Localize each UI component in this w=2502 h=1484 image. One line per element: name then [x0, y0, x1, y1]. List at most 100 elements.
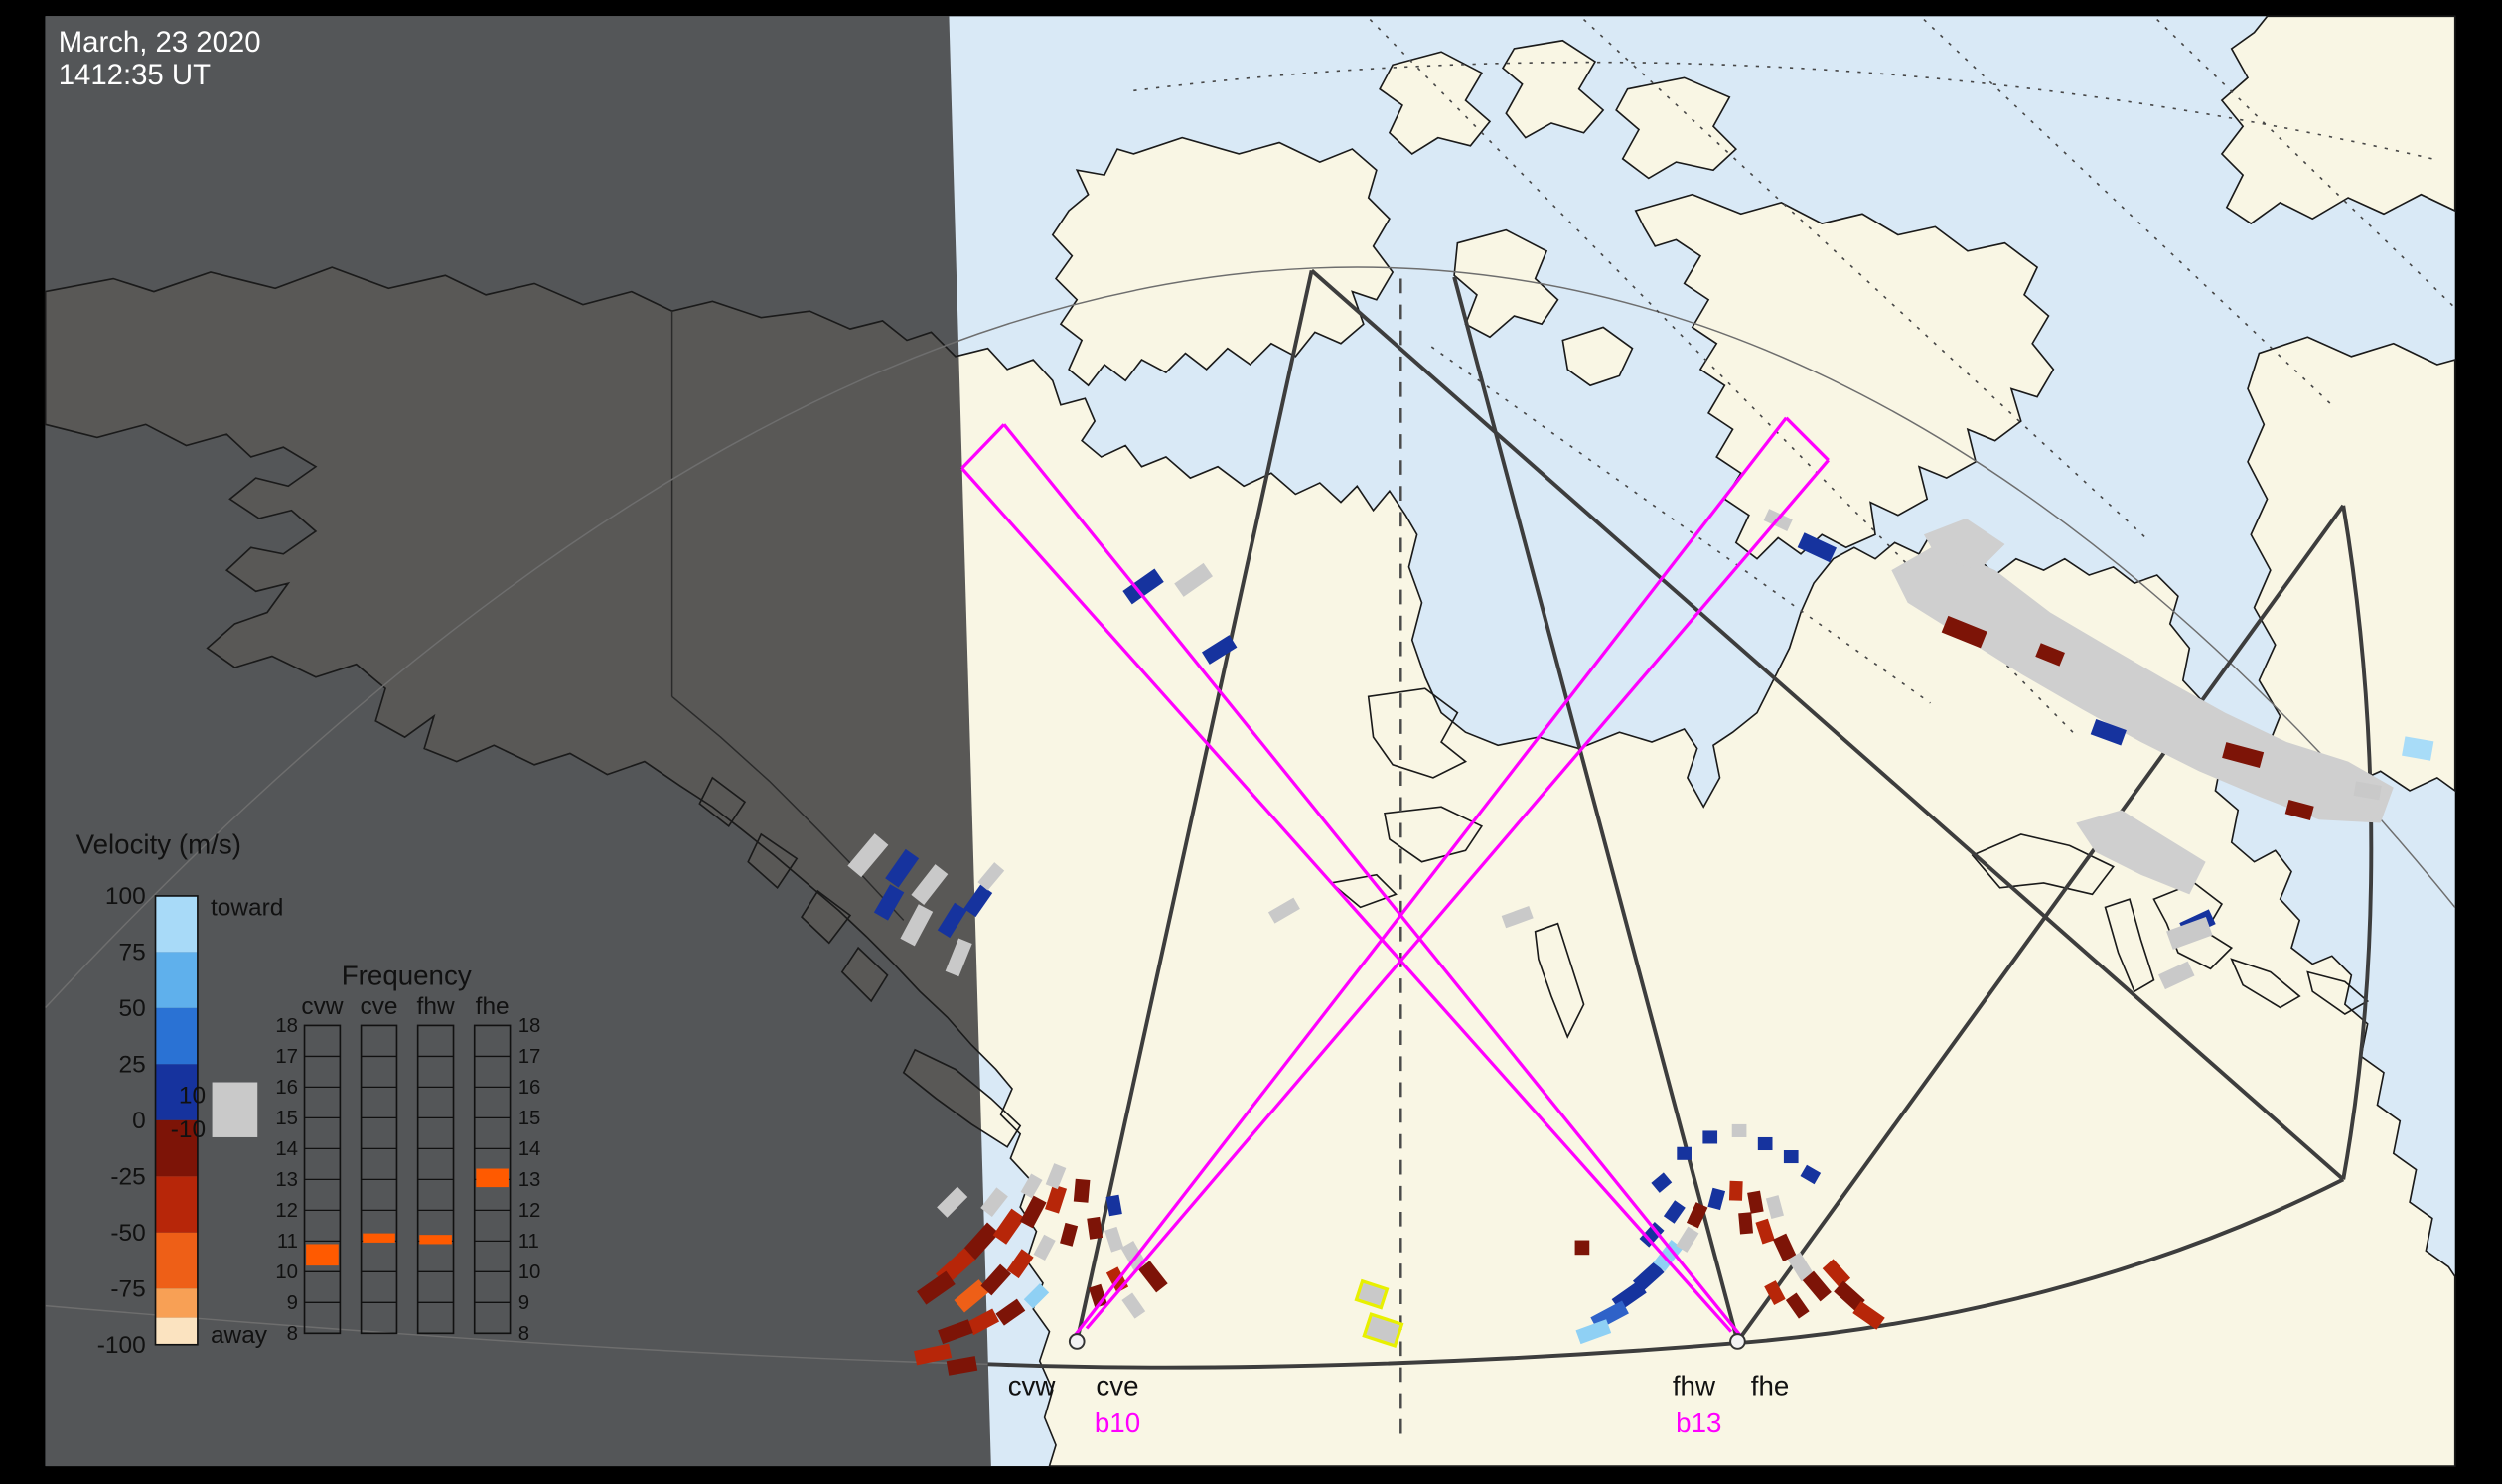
graticule	[45, 18, 2456, 1366]
colorbar-tick-label: -50	[110, 1220, 145, 1247]
freq-scale-label-right: 15	[518, 1108, 541, 1129]
political-borders	[670, 311, 905, 921]
colorbar-segment	[155, 1232, 198, 1289]
velocity-cell	[995, 1298, 1026, 1326]
freq-mark-cve	[363, 1233, 395, 1243]
velocity-cell	[1757, 1136, 1773, 1151]
velocity-cell	[1045, 1163, 1067, 1190]
highlighted-cell	[1354, 1278, 1390, 1310]
dotted-meridian-5	[1430, 346, 1931, 704]
velocity-cell	[1267, 897, 1300, 924]
velocity-cell	[963, 884, 993, 918]
velocity-cell	[847, 833, 889, 878]
colorbar-segment	[155, 1007, 198, 1065]
velocity-cell	[1104, 1226, 1124, 1253]
velocity-cell	[1023, 1283, 1050, 1309]
radar-label-fhe: fhe	[1751, 1370, 1790, 1401]
velocity-cell	[1772, 1233, 1797, 1262]
velocity-cell	[962, 1222, 1000, 1261]
fov-edge-fhe-east	[1735, 504, 2345, 1343]
velocity-cell	[1834, 1280, 1865, 1312]
lakes	[1329, 687, 2370, 1039]
colorbar-tick-label: 100	[105, 883, 146, 910]
night-shadow	[45, 16, 991, 1467]
freq-scale-label-left: 17	[275, 1046, 298, 1068]
velocity-cell	[1020, 1173, 1043, 1199]
colorbar-frame	[154, 895, 199, 1346]
freq-mark-cvw	[306, 1244, 339, 1266]
velocity-cell	[2090, 718, 2127, 746]
freq-col-label-cve: cve	[360, 993, 397, 1020]
velocity-cell	[1783, 1150, 1799, 1164]
velocity-cell	[900, 904, 934, 947]
colorbar-tick-label: -75	[110, 1275, 145, 1302]
dotted-meridian-1	[1369, 18, 2074, 733]
velocity-cell	[1707, 1187, 1726, 1211]
colorbar-tick-label: 0	[132, 1108, 146, 1134]
velocity-cell	[2158, 961, 2195, 990]
velocity-cell	[2222, 742, 2265, 768]
freq-scale-label-left: 18	[275, 1015, 298, 1037]
velocity-cell	[1138, 1261, 1168, 1293]
colorbar-segment	[155, 1288, 198, 1318]
radar-label-cve: cve	[1096, 1370, 1138, 1401]
colorbar-segment	[155, 895, 198, 953]
freq-scale-label-left: 11	[277, 1231, 298, 1253]
velocity-cell	[1121, 1292, 1146, 1319]
velocity-cell	[1045, 1184, 1068, 1214]
velocity-cell	[1201, 635, 1238, 665]
colorbar-segment	[155, 1064, 198, 1120]
colorbar-tick-label: 25	[119, 1052, 146, 1079]
velocity-cell	[1639, 1221, 1665, 1248]
velocity-cell	[1802, 1270, 1832, 1302]
velocity-cell	[938, 1319, 973, 1345]
freq-scale-label-left: 16	[275, 1077, 298, 1099]
freq-mark-fhw	[419, 1235, 452, 1245]
velocity-cell	[914, 1343, 953, 1366]
velocity-cell	[937, 902, 967, 939]
fov-arc-right	[2341, 505, 2374, 1180]
velocity-cell	[1785, 1292, 1810, 1319]
velocity-cell	[873, 884, 905, 921]
latitude-arc-upper	[45, 266, 2456, 1008]
colorbar-tick-label: -25	[110, 1163, 145, 1190]
colorbar-tick-label: -100	[97, 1332, 146, 1359]
colorbar-segment	[155, 952, 198, 1008]
velocity-cell	[1738, 1212, 1754, 1235]
colorbar-segment	[155, 1119, 198, 1177]
velocity-cell	[2353, 781, 2382, 801]
lake-athabasca	[1329, 873, 1398, 909]
date-label: March, 23 2020	[59, 26, 261, 59]
fov-edge-fhw-east	[1452, 276, 1740, 1342]
colorbar-tick-label: 50	[119, 995, 146, 1022]
freq-scale-label-right: 9	[518, 1292, 529, 1314]
freq-scale-label-right: 12	[518, 1200, 541, 1222]
away-label: away	[211, 1322, 268, 1349]
lake-michigan	[2104, 898, 2155, 993]
highlighted-cell	[1362, 1312, 1404, 1349]
velocity-colorbar: 100 75 50 25 0 -25 -50 -75 -100	[97, 883, 199, 1359]
freq-scale-label-left: 13	[275, 1169, 298, 1191]
fov-edge-cve-east	[1310, 268, 2345, 1181]
velocity-cell	[1087, 1216, 1104, 1240]
velocity-cell	[1941, 615, 1987, 649]
velocity-cell	[1501, 905, 1534, 929]
time-label: 1412:35 UT	[59, 59, 211, 91]
threshold-lower-label: -10	[171, 1116, 206, 1143]
gray-scatter-patch	[2076, 810, 2206, 895]
radar-site-dot-cv	[1068, 1333, 1086, 1350]
velocity-cell	[1676, 1226, 1699, 1253]
alaska-panhandle-border	[671, 695, 905, 921]
velocity-cell	[980, 1263, 1011, 1296]
freq-scale-label-right: 8	[518, 1323, 529, 1345]
freq-scale-label-left: 14	[275, 1138, 298, 1160]
velocity-cell	[992, 1208, 1025, 1245]
velocity-cell	[2035, 643, 2065, 667]
colorbar-tick-label: 75	[119, 940, 146, 966]
freq-scale-label-right: 17	[518, 1046, 541, 1068]
beam-b10-outline	[1074, 416, 1830, 1336]
lake-erie	[2230, 958, 2301, 1009]
